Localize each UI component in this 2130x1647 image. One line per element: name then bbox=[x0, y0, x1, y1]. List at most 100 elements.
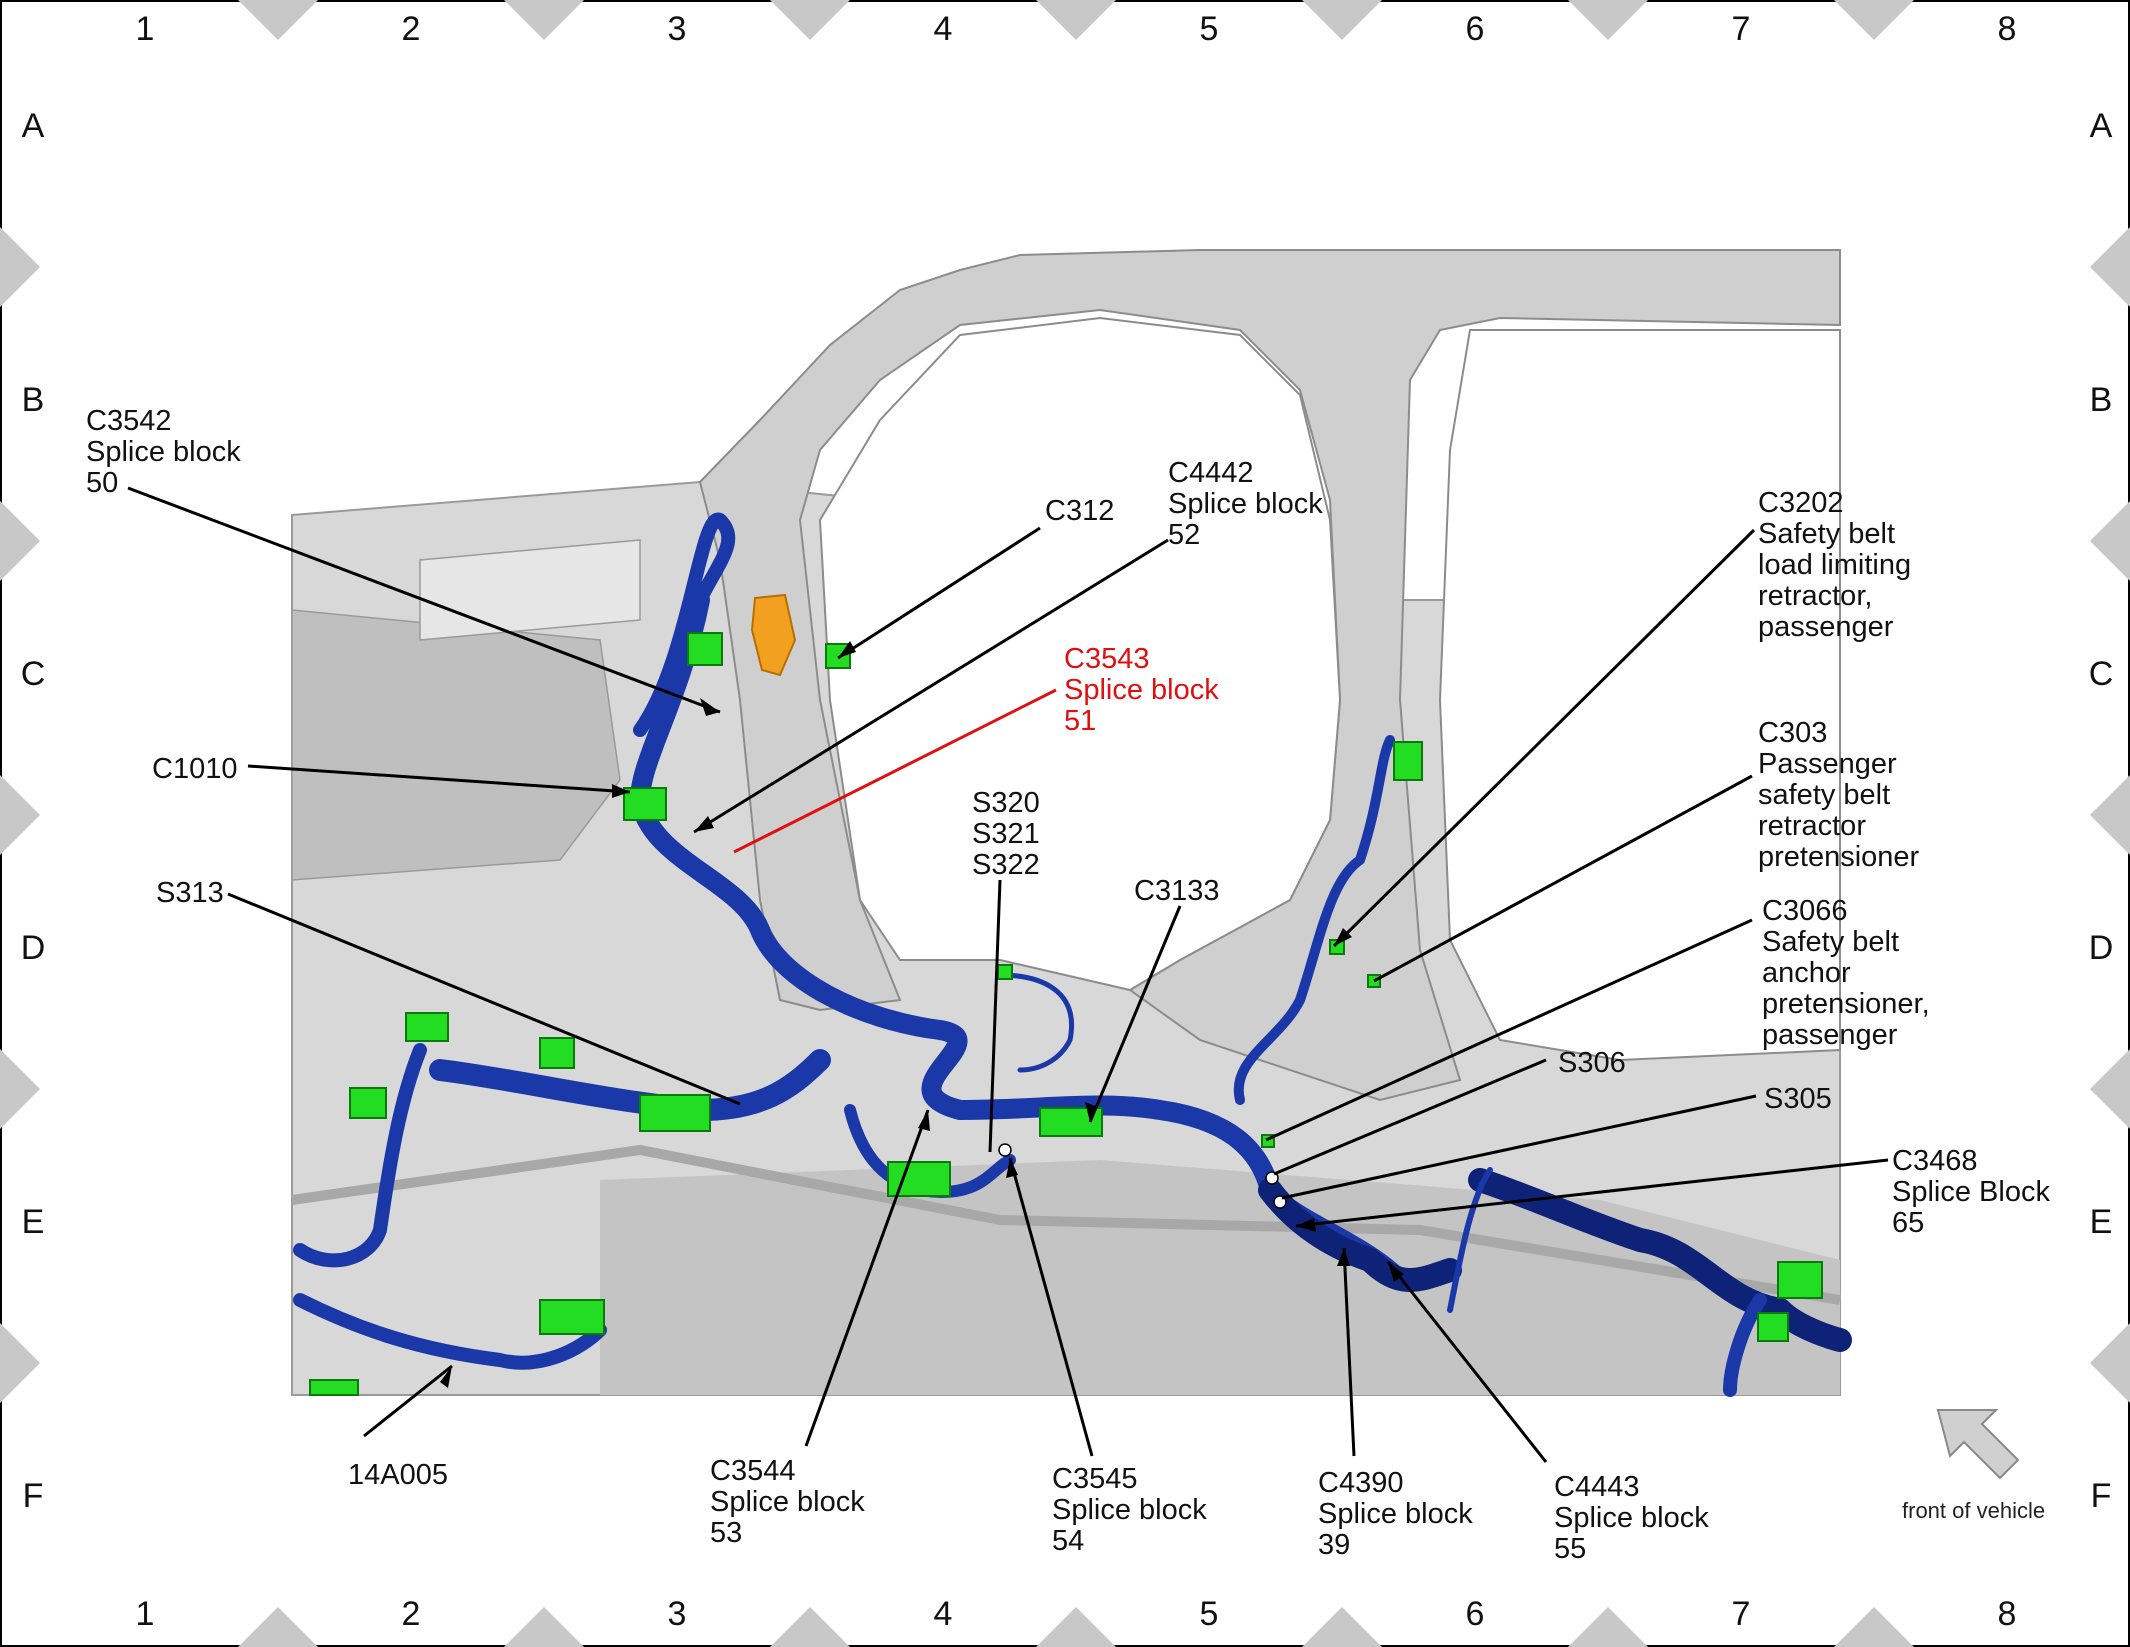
harness-left-vertical bbox=[293, 1043, 427, 1268]
harness-upper-branch bbox=[633, 512, 736, 737]
label-c3545: C3545 Splice block 54 bbox=[1052, 1463, 1215, 1557]
border-diamond-top-3 bbox=[770, 0, 850, 40]
col-label-bottom-5: 5 bbox=[1200, 1595, 1219, 1633]
col-label-top-8: 8 bbox=[1998, 10, 2017, 48]
border-diamond-left-1 bbox=[0, 227, 40, 307]
arrowhead-c1010 bbox=[612, 784, 630, 798]
arrowhead-14a005 bbox=[440, 1366, 452, 1388]
harness-pillar-riser bbox=[1233, 735, 1395, 1105]
connector-c312-orange bbox=[750, 593, 797, 677]
label-c1010: C1010 bbox=[152, 753, 237, 785]
border-diamond-top-2 bbox=[504, 0, 584, 40]
border-diamond-bottom-4 bbox=[1036, 1607, 1116, 1647]
connector-bottom-left bbox=[309, 1379, 359, 1396]
leader-c3468 bbox=[1295, 1158, 1889, 1228]
label-c3202: C3202 Safety belt load limiting retracto… bbox=[1758, 487, 1919, 643]
arrowhead-c4442 bbox=[694, 816, 714, 832]
connector-top-mid bbox=[997, 964, 1013, 980]
row-label-left-c: C bbox=[21, 655, 46, 693]
border-diamond-bottom-6 bbox=[1568, 1607, 1648, 1647]
col-label-top-6: 6 bbox=[1466, 10, 1485, 48]
leader-s313 bbox=[227, 892, 741, 1106]
border-diamond-top-1 bbox=[238, 0, 318, 40]
label-c3066: C3066 Safety belt anchor pretensioner, p… bbox=[1762, 895, 1938, 1051]
front-arrow-icon bbox=[1936, 1409, 2020, 1480]
border-diamond-right-5 bbox=[2090, 1323, 2130, 1403]
rear-window-opening bbox=[1438, 329, 1841, 1062]
col-label-top-5: 5 bbox=[1200, 10, 1219, 48]
connector-pillar-top bbox=[1393, 741, 1423, 781]
label-c3468: C3468 Splice Block 65 bbox=[1892, 1145, 2058, 1239]
label-c3133: C3133 bbox=[1134, 875, 1219, 907]
label-c3542: C3542 Splice block 50 bbox=[86, 405, 249, 499]
col-label-top-7: 7 bbox=[1732, 10, 1751, 48]
row-label-left-f: F bbox=[23, 1477, 44, 1515]
front-of-vehicle-indicator: front of vehicle bbox=[1902, 1409, 2045, 1523]
leader-s305 bbox=[1281, 1094, 1757, 1200]
border-diamond-bottom-2 bbox=[504, 1607, 584, 1647]
harness-thin-loop bbox=[1447, 1167, 1493, 1313]
col-label-bottom-1: 1 bbox=[136, 1595, 155, 1633]
connectors bbox=[309, 593, 1823, 1396]
leader-c4442 bbox=[693, 538, 1169, 834]
connector-left-1 bbox=[349, 1087, 387, 1119]
leader-s320 bbox=[988, 879, 1002, 1153]
leader-14a005 bbox=[363, 1364, 453, 1438]
border-diamond-left-2 bbox=[0, 501, 40, 581]
connector-s313 bbox=[639, 1094, 711, 1132]
harness-bottom-left bbox=[293, 1293, 607, 1370]
border-diamond-right-4 bbox=[2090, 1049, 2130, 1129]
leader-c303 bbox=[1373, 774, 1753, 983]
label-c4442: C4442 Splice block 52 bbox=[1168, 457, 1331, 551]
arrowhead-c3133 bbox=[1085, 1102, 1098, 1122]
col-label-bottom-3: 3 bbox=[668, 1595, 687, 1633]
leader-c1010 bbox=[247, 764, 631, 794]
border-diamond-top-4 bbox=[1036, 0, 1116, 40]
label-c312: C312 bbox=[1045, 495, 1114, 527]
arrowhead-c3544 bbox=[918, 1110, 930, 1131]
harness-right-trunk bbox=[1258, 1168, 1852, 1352]
leader-c3202 bbox=[1332, 528, 1756, 948]
connector-right-2 bbox=[1757, 1312, 1789, 1342]
connector-left-3 bbox=[539, 1037, 575, 1069]
arrowhead-c3545 bbox=[1006, 1158, 1018, 1178]
harness-thin-center bbox=[997, 972, 1074, 1073]
vehicle-body-illustration bbox=[291, 249, 1841, 1396]
border-diamond-top-5 bbox=[1302, 0, 1382, 40]
border-diamond-top-6 bbox=[1568, 0, 1648, 40]
border-diamond-bottom-5 bbox=[1302, 1607, 1382, 1647]
leader-c3133 bbox=[1088, 905, 1182, 1123]
leader-c4390 bbox=[1342, 1247, 1356, 1457]
row-label-left-a: A bbox=[22, 107, 45, 145]
leader-c3544 bbox=[804, 1109, 930, 1447]
connector-14a005 bbox=[539, 1299, 605, 1335]
col-label-bottom-6: 6 bbox=[1466, 1595, 1485, 1633]
row-label-right-c: C bbox=[2089, 655, 2114, 693]
border-diamond-right-1 bbox=[2090, 227, 2130, 307]
label-c3544: C3544 Splice block 53 bbox=[710, 1455, 873, 1549]
label-c4390: C4390 Splice block 39 bbox=[1318, 1467, 1481, 1561]
border-diamond-bottom-3 bbox=[770, 1607, 850, 1647]
connector-right-1 bbox=[1777, 1261, 1823, 1299]
arrowhead-c4390 bbox=[1337, 1248, 1350, 1266]
border-diamond-left-5 bbox=[0, 1323, 40, 1403]
label-c3543: C3543 Splice block 51 bbox=[1064, 643, 1227, 737]
arrowhead-c312 bbox=[838, 641, 856, 658]
leader-lines bbox=[127, 486, 1889, 1463]
floor-shadow bbox=[600, 1160, 1840, 1395]
col-label-bottom-8: 8 bbox=[1998, 1595, 2017, 1633]
col-label-top-3: 3 bbox=[668, 10, 687, 48]
arrowhead-c3468 bbox=[1296, 1218, 1316, 1232]
callout-labels: C3542 Splice block 50 C312 C4442 Splice … bbox=[86, 405, 2058, 1565]
grid-labels: 1 2 3 4 5 6 7 8 1 2 3 4 5 6 7 8 A B C D … bbox=[21, 10, 2114, 1633]
border-diamond-left-3 bbox=[0, 775, 40, 855]
leader-c312 bbox=[837, 526, 1041, 660]
row-label-right-a: A bbox=[2090, 107, 2113, 145]
border-diamond-bottom-7 bbox=[1834, 1607, 1914, 1647]
connector-left-2 bbox=[405, 1012, 449, 1042]
border-diamond-top-7 bbox=[1834, 0, 1914, 40]
label-s306: S306 bbox=[1558, 1047, 1626, 1079]
col-label-top-4: 4 bbox=[934, 10, 953, 48]
label-s320: S320 S321 S322 bbox=[972, 787, 1048, 881]
